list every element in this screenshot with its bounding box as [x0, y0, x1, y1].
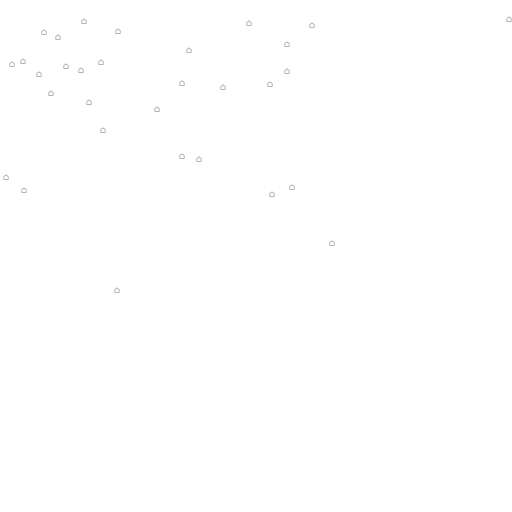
small-house-outline-icon [220, 84, 226, 90]
small-house-outline-icon [81, 18, 87, 24]
small-house-outline-icon [289, 184, 295, 190]
small-house-outline-icon [179, 80, 185, 86]
small-house-outline-icon [267, 81, 273, 87]
small-house-outline-icon [9, 61, 15, 67]
small-house-outline-icon [246, 20, 252, 26]
small-house-outline-icon [48, 90, 54, 96]
small-house-outline-icon [36, 71, 42, 77]
small-house-outline-icon [100, 127, 106, 133]
small-house-outline-icon [284, 41, 290, 47]
small-house-outline-icon [41, 29, 47, 35]
small-house-outline-icon [63, 63, 69, 69]
small-house-outline-icon [269, 191, 275, 197]
small-house-outline-icon [114, 287, 120, 293]
small-house-outline-icon [55, 34, 61, 40]
small-house-outline-icon [3, 174, 9, 180]
small-house-outline-icon [20, 58, 26, 64]
small-house-outline-icon [78, 67, 84, 73]
small-house-outline-icon [179, 153, 185, 159]
small-house-outline-icon [186, 47, 192, 53]
small-house-outline-icon [196, 156, 202, 162]
small-house-outline-icon [309, 22, 315, 28]
small-house-outline-icon [284, 68, 290, 74]
small-house-outline-icon [154, 106, 160, 112]
small-house-outline-icon [329, 240, 335, 246]
small-house-outline-icon [98, 59, 104, 65]
small-house-outline-icon [506, 16, 512, 22]
small-house-outline-icon [86, 99, 92, 105]
small-house-outline-icon [115, 28, 121, 34]
small-house-outline-icon [21, 187, 27, 193]
